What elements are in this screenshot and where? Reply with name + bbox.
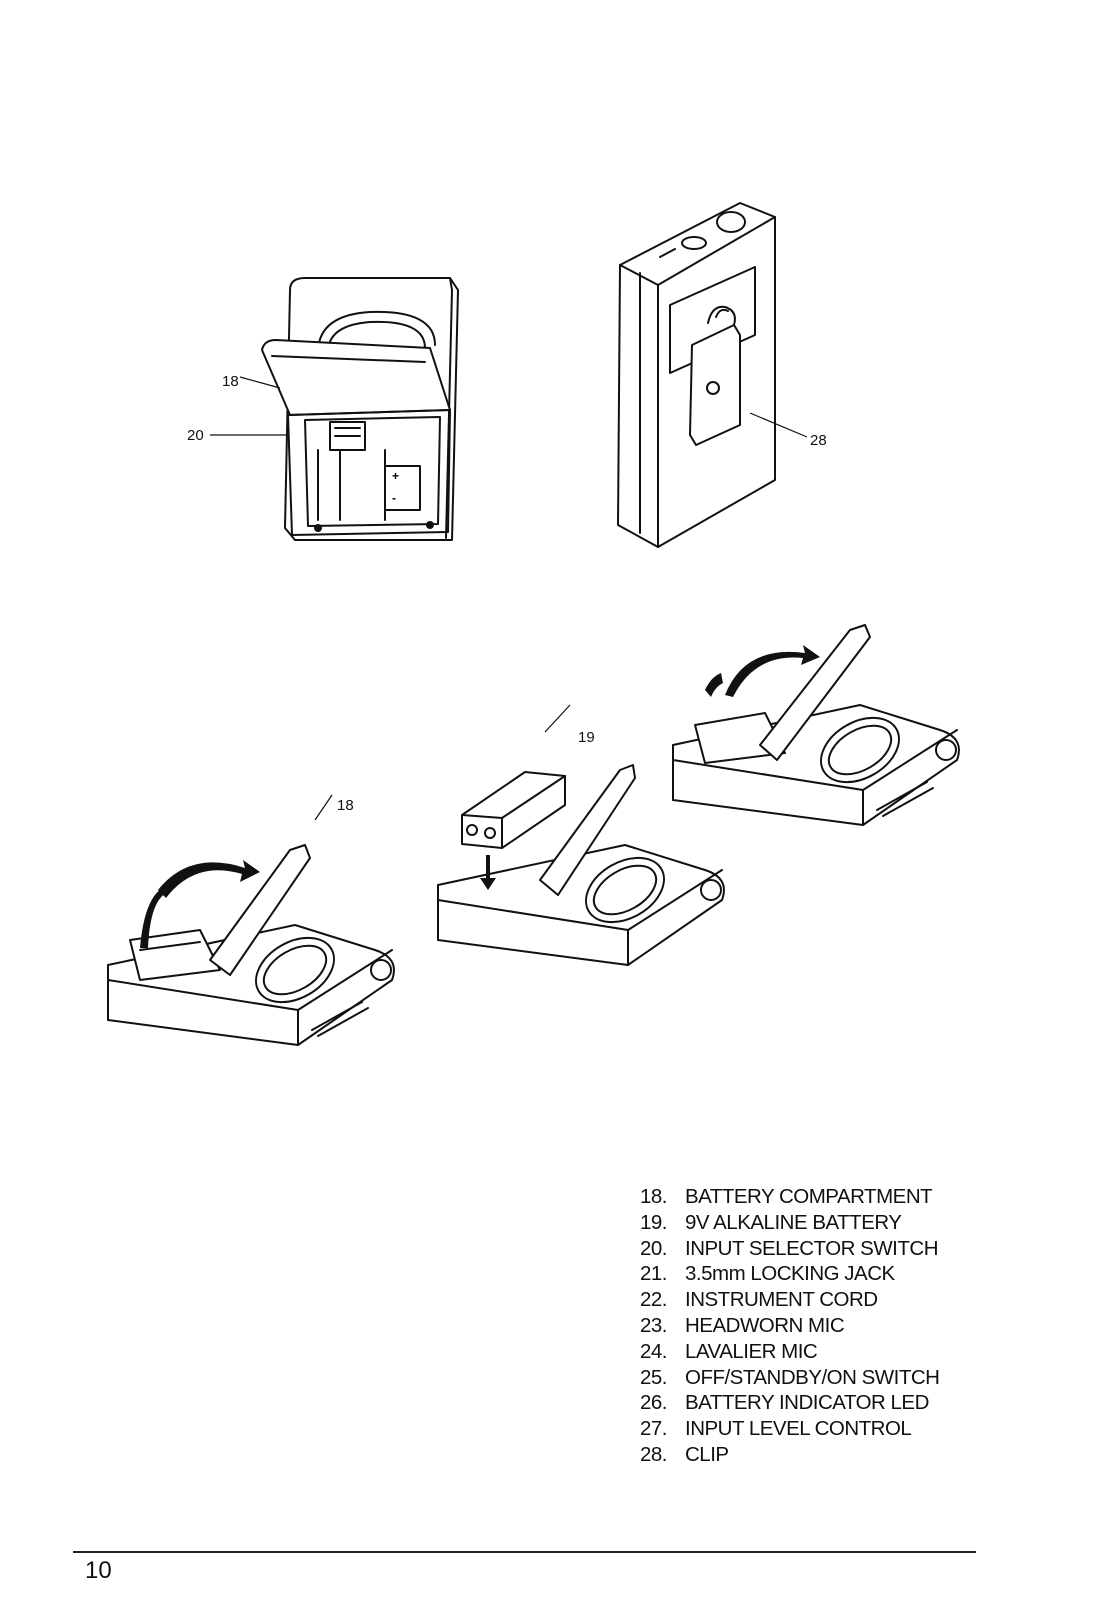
callout-18-top: 18: [222, 373, 239, 390]
open-battery-door-step-illustration: [100, 830, 410, 1070]
legend-item: 21.3.5mm LOCKING JACK: [640, 1261, 939, 1287]
legend-label: LAVALIER MIC: [685, 1339, 817, 1365]
legend-item: 22.INSTRUMENT CORD: [640, 1287, 939, 1313]
legend-item: 24.LAVALIER MIC: [640, 1339, 939, 1365]
legend-item: 18.BATTERY COMPARTMENT: [640, 1184, 939, 1210]
legend-number: 20.: [640, 1236, 685, 1262]
legend-number: 23.: [640, 1313, 685, 1339]
transmitter-open-compartment-illustration: + -: [180, 270, 480, 560]
legend-item: 25.OFF/STANDBY/ON SWITCH: [640, 1365, 939, 1391]
legend-item: 19.9V ALKALINE BATTERY: [640, 1210, 939, 1236]
legend-number: 28.: [640, 1442, 685, 1468]
legend-item: 28.CLIP: [640, 1442, 939, 1468]
legend-number: 24.: [640, 1339, 685, 1365]
legend-item: 23.HEADWORN MIC: [640, 1313, 939, 1339]
transmitter-clip-illustration: [600, 195, 850, 565]
legend-label: OFF/STANDBY/ON SWITCH: [685, 1365, 939, 1391]
callout-18-bottom: 18: [337, 797, 354, 814]
legend-item: 20.INPUT SELECTOR SWITCH: [640, 1236, 939, 1262]
legend-label: 9V ALKALINE BATTERY: [685, 1210, 901, 1236]
legend-number: 25.: [640, 1365, 685, 1391]
legend-number: 21.: [640, 1261, 685, 1287]
legend-number: 26.: [640, 1390, 685, 1416]
legend-label: INPUT SELECTOR SWITCH: [685, 1236, 938, 1262]
legend-item: 26.BATTERY INDICATOR LED: [640, 1390, 939, 1416]
callout-19: 19: [578, 729, 595, 746]
legend-item: 27.INPUT LEVEL CONTROL: [640, 1416, 939, 1442]
parts-legend: 18.BATTERY COMPARTMENT 19.9V ALKALINE BA…: [640, 1184, 939, 1468]
svg-text:+: +: [392, 469, 399, 483]
legend-label: BATTERY COMPARTMENT: [685, 1184, 932, 1210]
legend-number: 22.: [640, 1287, 685, 1313]
page-number: 10: [85, 1557, 112, 1585]
legend-label: CLIP: [685, 1442, 729, 1468]
legend-number: 18.: [640, 1184, 685, 1210]
footer-rule: [73, 1551, 976, 1553]
callout-20: 20: [187, 427, 204, 444]
legend-number: 19.: [640, 1210, 685, 1236]
legend-label: INSTRUMENT CORD: [685, 1287, 878, 1313]
legend-label: 3.5mm LOCKING JACK: [685, 1261, 895, 1287]
callout-28: 28: [810, 432, 827, 449]
svg-text:-: -: [392, 491, 396, 505]
legend-label: HEADWORN MIC: [685, 1313, 844, 1339]
legend-label: INPUT LEVEL CONTROL: [685, 1416, 911, 1442]
close-battery-door-step-illustration: [665, 625, 975, 850]
legend-number: 27.: [640, 1416, 685, 1442]
legend-label: BATTERY INDICATOR LED: [685, 1390, 929, 1416]
